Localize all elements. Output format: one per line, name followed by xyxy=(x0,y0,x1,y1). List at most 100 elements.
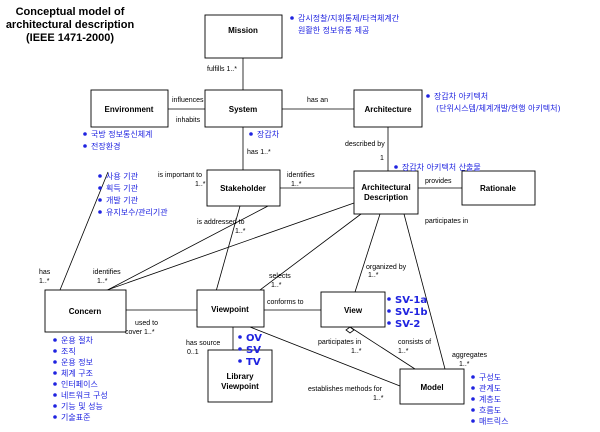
label-has-an: has an xyxy=(307,97,328,104)
label-consists-of: consists of xyxy=(398,339,431,346)
view-box xyxy=(320,291,386,328)
line-ad-model xyxy=(403,213,446,370)
line-viewpoint-model xyxy=(249,326,401,387)
label-influences: influences xyxy=(172,97,204,104)
environment-label: Environment xyxy=(105,105,154,114)
annotation-bullet xyxy=(471,397,475,401)
annotation-bullet xyxy=(53,371,57,375)
stakeholder-annotation-4: 유지보수/관리기관 xyxy=(106,207,168,217)
label-identifies-concern: identifies xyxy=(93,269,121,276)
annotation-bullet xyxy=(387,309,391,313)
ad-annotation: 장갑차 아키텍처 산출물 xyxy=(402,162,481,172)
label-participates-in-view: participates in xyxy=(318,339,361,346)
annotation-bullet xyxy=(471,419,475,423)
annotation-bullet xyxy=(471,408,475,412)
architecture-box xyxy=(353,89,423,128)
architectural-description-box xyxy=(353,170,419,215)
mission-box xyxy=(204,14,283,59)
label-has-mult: 1..* xyxy=(39,278,50,285)
label-selects-mult: 1..* xyxy=(271,282,282,289)
annotation-bullet xyxy=(53,360,57,364)
annotation-bullet xyxy=(53,338,57,342)
line-ad-viewpoint xyxy=(251,207,370,297)
system-box xyxy=(204,89,283,128)
line-ad-view xyxy=(354,213,381,293)
system-label: System xyxy=(229,105,257,114)
rationale-box xyxy=(461,170,536,206)
class-boxes xyxy=(44,14,536,405)
architecture-label: Architecture xyxy=(364,105,412,114)
concern-annotation-2: 조직 xyxy=(61,346,76,356)
viewpoint-annotation-tv: TV xyxy=(246,357,261,368)
library-viewpoint-label-line-2: Viewpoint xyxy=(221,382,259,391)
architecture-annotation-line-2: (단위시스템/체계개발/현행 아키텍처) xyxy=(436,103,561,113)
environment-annotation-2: 전장환경 xyxy=(91,141,120,151)
viewpoint-label: Viewpoint xyxy=(211,305,249,314)
label-selects: selects xyxy=(269,273,291,280)
label-described-by: described by xyxy=(345,141,385,148)
line-system-concern xyxy=(59,171,109,291)
model-label: Model xyxy=(420,383,443,392)
annotation-bullet xyxy=(98,186,102,190)
annotation-bullet xyxy=(394,165,398,169)
annotation-bullet xyxy=(53,382,57,386)
concern-annotation-6: 네트워크 구성 xyxy=(61,391,108,400)
model-annotation-4: 흐름도 xyxy=(479,406,501,415)
concern-annotation-8: 기술표준 xyxy=(61,412,90,422)
mission-annotation-line-2: 원활한 정보유통 제공 xyxy=(298,25,369,35)
label-identifies-stakeholder: identifies xyxy=(287,172,315,179)
annotation-bullet xyxy=(471,386,475,390)
label-described-by-mult: 1 xyxy=(380,155,384,162)
mission-annotation-line-1: 감시정찰/지휘통제/타격체계간 xyxy=(298,13,400,23)
label-has-1n: has 1..* xyxy=(247,149,271,156)
line-view-model xyxy=(349,326,416,370)
library-viewpoint-label-line-1: Library xyxy=(226,372,254,381)
label-identifies-concern-mult: 1..* xyxy=(97,278,108,285)
system-annotation: 장갑차 xyxy=(257,129,280,139)
line-ad-concern xyxy=(89,202,355,297)
model-annotation-3: 계층도 xyxy=(479,394,501,404)
annotation-bullet xyxy=(83,144,87,148)
view-annotation-sv2: SV-2 xyxy=(395,319,420,330)
label-organized-by: organized by xyxy=(366,264,407,271)
environment-annotation-1: 국방 정보통신체계 xyxy=(91,129,152,139)
label-has-source: has source xyxy=(186,340,220,347)
annotation-bullet xyxy=(387,321,391,325)
concern-annotation-7: 기능 및 성능 xyxy=(61,401,103,411)
stakeholder-box xyxy=(206,169,281,207)
label-is-important-to-mult: 1..* xyxy=(195,181,206,188)
title-line-2: architectural description xyxy=(6,19,135,31)
concern-box xyxy=(44,289,127,333)
annotations: 감시정찰/지휘통제/타격체계간 원활한 정보유통 제공 국방 정보통신체계 전장… xyxy=(53,13,561,426)
diamond-view-model xyxy=(345,326,355,334)
title-line-3: (IEEE 1471-2000) xyxy=(26,32,114,44)
relationship-labels: fulfills 1..* influences inhabits has an… xyxy=(39,66,488,402)
environment-box xyxy=(90,89,169,128)
annotation-bullet xyxy=(98,174,102,178)
label-has-source-mult: 0..1 xyxy=(187,349,199,356)
annotation-bullet xyxy=(238,335,242,339)
concern-annotation-5: 인터페이스 xyxy=(61,379,98,389)
line-stakeholder-viewpoint xyxy=(214,205,241,296)
label-establishes-methods-mult: 1..* xyxy=(373,395,384,402)
annotation-bullet xyxy=(238,347,242,351)
ad-label-line-2: Description xyxy=(364,193,408,202)
ad-label-line-1: Architectural xyxy=(361,183,410,192)
label-establishes-methods: establishes methods for xyxy=(308,386,383,393)
annotation-bullet xyxy=(387,297,391,301)
annotation-bullet xyxy=(249,132,253,136)
annotation-bullet xyxy=(53,415,57,419)
architecture-annotation-line-1: 장갑차 아키텍처 xyxy=(434,91,488,101)
model-annotation-2: 관계도 xyxy=(479,383,501,393)
view-annotation-sv1b: SV-1b xyxy=(395,307,427,318)
label-aggregates-mult: 1..* xyxy=(459,361,470,368)
viewpoint-annotation-sv: SV xyxy=(246,345,261,356)
label-is-important-to: is important to xyxy=(158,172,202,179)
label-provides: provides xyxy=(425,178,452,185)
rationale-label: Rationale xyxy=(480,184,517,193)
model-annotation-5: 매트릭스 xyxy=(479,416,508,426)
label-conforms-to: conforms to xyxy=(267,299,304,306)
concern-annotation-3: 운용 정보 xyxy=(61,357,93,367)
